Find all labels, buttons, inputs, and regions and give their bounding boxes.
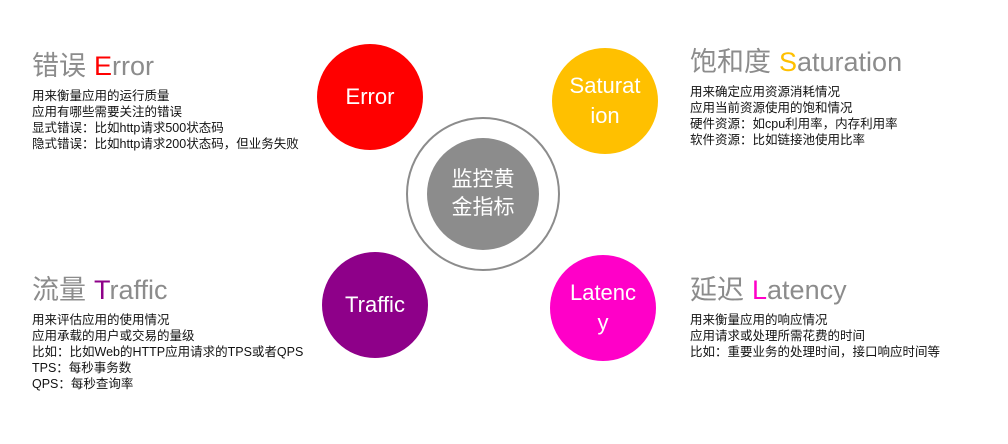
error-title-cn: 错误 — [32, 51, 86, 81]
traffic-circle-label: Traffic — [345, 292, 405, 317]
saturation-line: 应用当前资源使用的饱和情况 — [690, 101, 853, 115]
error-description: 错误 Error 用来衡量应用的运行质量 应用有哪些需要关注的错误 显式错误：比如… — [32, 50, 299, 152]
latency-title-rest: atency — [767, 275, 847, 305]
error-line: 用来衡量应用的运行质量 — [32, 89, 170, 103]
saturation-heading: 饱和度 Saturation — [690, 46, 902, 78]
saturation-circle: Saturation — [552, 48, 658, 154]
error-line: 应用有哪些需要关注的错误 — [32, 105, 183, 119]
saturation-title-rest: aturation — [797, 47, 903, 77]
latency-line: 比如：重要业务的处理时间，接口响应时间等 — [690, 345, 941, 359]
saturation-lines: 用来确定应用资源消耗情况 应用当前资源使用的饱和情况 硬件资源：如cpu利用率，… — [690, 84, 902, 148]
saturation-title-initial: S — [779, 47, 798, 77]
traffic-title-initial: T — [94, 275, 110, 305]
error-circle-label: Error — [345, 84, 395, 109]
error-circle: Error — [317, 44, 423, 150]
error-title-initial: E — [94, 51, 113, 81]
traffic-circle: Traffic — [322, 252, 428, 358]
traffic-title-cn: 流量 — [32, 275, 86, 305]
error-title-rest: rror — [112, 51, 155, 81]
latency-title-cn: 延迟 — [690, 275, 744, 305]
latency-line: 用来衡量应用的响应情况 — [690, 313, 828, 327]
traffic-lines: 用来评估应用的使用情况 应用承载的用户或交易的量级 比如：比如Web的HTTP应… — [32, 312, 303, 392]
latency-lines: 用来衡量应用的响应情况 应用请求或处理所需花费的时间 比如：重要业务的处理时间，… — [690, 312, 940, 360]
center-ring — [406, 117, 560, 271]
traffic-line: TPS：每秒事务数 — [32, 361, 132, 375]
traffic-line: QPS：每秒查询率 — [32, 377, 134, 391]
saturation-line: 用来确定应用资源消耗情况 — [690, 85, 841, 99]
traffic-heading: 流量 Traffic — [32, 274, 303, 306]
latency-circle-label: Latency — [569, 280, 637, 335]
latency-circle: Latency — [550, 255, 656, 361]
latency-description: 延迟 Latency 用来衡量应用的响应情况 应用请求或处理所需花费的时间 比如：… — [690, 274, 940, 360]
error-line: 显式错误：比如http请求500状态码 — [32, 121, 224, 135]
traffic-line: 比如：比如Web的HTTP应用请求的TPS或者QPS — [32, 345, 304, 359]
saturation-line: 软件资源：比如链接池使用比率 — [690, 133, 866, 147]
center-label: 监控黄金指标 — [451, 168, 515, 219]
latency-heading: 延迟 Latency — [690, 274, 940, 306]
traffic-line: 用来评估应用的使用情况 — [32, 313, 170, 327]
traffic-line: 应用承载的用户或交易的量级 — [32, 329, 195, 343]
saturation-title-cn: 饱和度 — [690, 47, 771, 77]
saturation-description: 饱和度 Saturation 用来确定应用资源消耗情况 应用当前资源使用的饱和情况… — [690, 46, 902, 148]
saturation-line: 硬件资源：如cpu利用率，内存利用率 — [690, 117, 898, 131]
traffic-title-rest: raffic — [109, 275, 168, 305]
latency-title-initial: L — [752, 275, 768, 305]
center-circle: 监控黄金指标 — [427, 138, 539, 250]
traffic-description: 流量 Traffic 用来评估应用的使用情况 应用承载的用户或交易的量级 比如：比… — [32, 274, 303, 392]
latency-line: 应用请求或处理所需花费的时间 — [690, 329, 866, 343]
error-lines: 用来衡量应用的运行质量 应用有哪些需要关注的错误 显式错误：比如http请求50… — [32, 88, 299, 152]
error-heading: 错误 Error — [32, 50, 299, 82]
saturation-circle-label: Saturation — [569, 73, 641, 128]
error-line: 隐式错误：比如http请求200状态码，但业务失败 — [32, 137, 299, 151]
